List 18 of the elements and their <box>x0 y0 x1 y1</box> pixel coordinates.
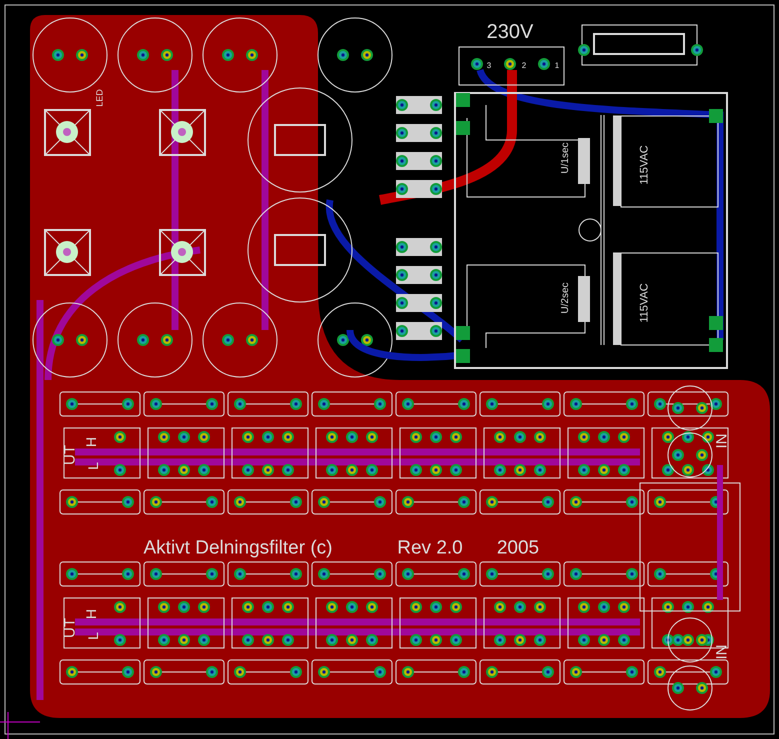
silkscreen-label: Aktivt Delningsfilter (c) <box>144 538 332 558</box>
silkscreen-label: 2005 <box>496 538 540 558</box>
silkscreen-label: Rev 2.0 <box>397 538 463 558</box>
silkscreen-label: IN <box>714 644 730 660</box>
silkscreen-label: L <box>86 462 100 470</box>
silkscreen-label: 1 <box>554 62 560 70</box>
silkscreen-label: 115VAC <box>640 145 650 185</box>
silkscreen-label: 2 <box>522 62 526 70</box>
silkscreen-label: L <box>86 632 100 640</box>
silkscreen-label: 230V <box>486 22 534 42</box>
silkscreen-label: 115VAC <box>640 283 650 323</box>
silkscreen-label: U/2sec <box>561 282 571 314</box>
silkscreen-label: H <box>84 608 98 620</box>
silkscreen-label: U/1sec <box>561 142 571 174</box>
silkscreen-label: IN <box>714 434 730 448</box>
silkscreen-label: 3 <box>486 62 492 70</box>
silkscreen-label: LED <box>96 89 104 107</box>
silkscreen-label: H <box>84 436 98 448</box>
